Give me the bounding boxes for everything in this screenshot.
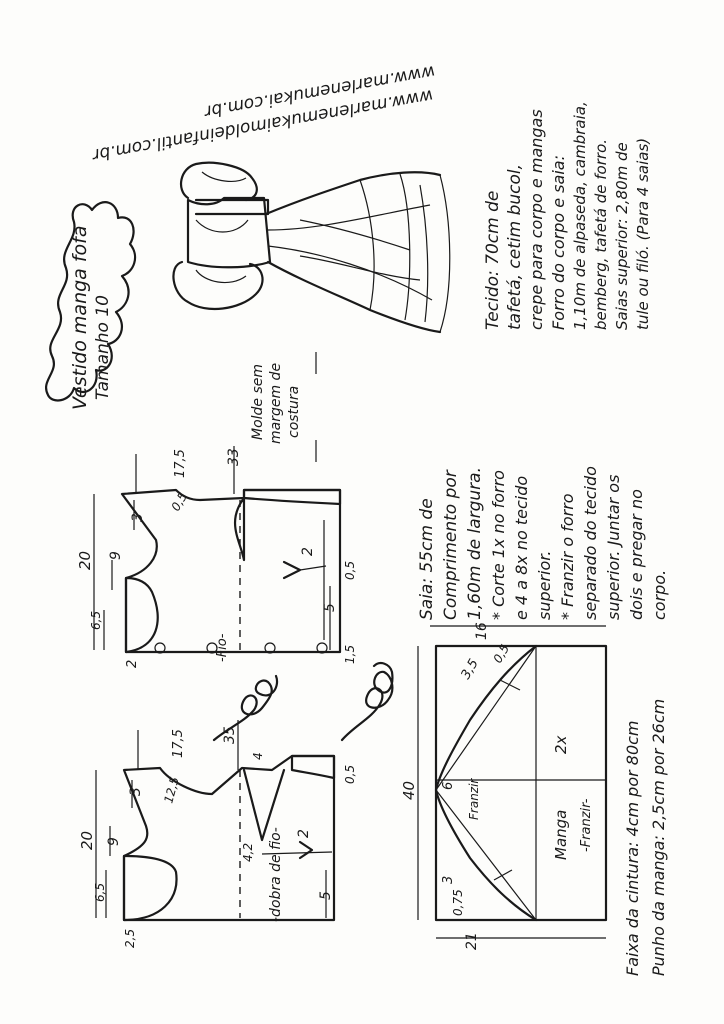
title-line-2: Tamanho 10	[93, 295, 113, 400]
mold-note-2: margem de	[268, 363, 284, 444]
band-note-cuff: Punho da manga: 2,5cm por 26cm	[649, 699, 668, 976]
sleeve-count: 2x	[552, 735, 570, 754]
front-measure-05: 0,5	[343, 765, 357, 784]
front-measure-3: 3	[128, 787, 144, 796]
fabric-note-7: Saias superior: 2,80m de	[613, 142, 631, 330]
signature: Marlene Mukai	[212, 662, 394, 742]
title-line-1: Vestido manga fofa	[69, 225, 91, 410]
back-measure-9: 9	[108, 551, 124, 560]
title-cloud: Vestido manga fofa Tamanho 10	[45, 201, 137, 410]
sleeve-franzir-bottom: -Franzir-	[579, 798, 594, 852]
back-measure-5: 5	[322, 603, 338, 612]
sleeve-measure-075: 0,75	[451, 889, 465, 916]
sleeve-measure-3: 3	[441, 876, 456, 884]
skirt-note-5: e 4 a 8x no tecido	[512, 476, 531, 620]
sleeve-measure-40: 40	[400, 781, 418, 800]
back-measure-33: 33	[226, 448, 242, 466]
skirt-note-11: corpo.	[650, 570, 669, 620]
sleeve-franzir-top: Franzir	[467, 778, 481, 820]
front-measure-125: 12,5	[161, 775, 181, 804]
sleeve-measure-21: 21	[464, 932, 480, 950]
signature-text: Marlene Mukai	[300, 698, 308, 701]
fabric-note-6: bemberg, tafetá de forro.	[592, 139, 610, 330]
front-measure-5: 5	[318, 891, 334, 900]
back-bodice-pattern: 20 6,5 9 3 0,5 17,5 33 2 0,5 5 1,5 2 -Fi…	[76, 446, 357, 668]
back-measure-65: 6,5	[89, 611, 103, 630]
mold-note-1: Molde sem	[250, 364, 266, 440]
front-bodice-pattern: 20 6,5 9 3 12,5 17,5 35 4 0,5 2 4,2 5 2,…	[78, 720, 357, 948]
mold-note-3: costura	[286, 386, 302, 438]
fabric-note-2: tafetá, cetim bucol,	[505, 164, 525, 330]
skirt-note-2: Comprimento por	[441, 469, 461, 620]
sleeve-label: Manga	[552, 810, 570, 860]
website-block: www.marlenemukai.com.br www.marlenemukai…	[90, 61, 437, 165]
front-bodice-outline	[122, 754, 336, 922]
sleeve-measure-35: 3,5	[458, 657, 481, 682]
back-measure-175: 17,5	[173, 449, 188, 478]
sleeve-measure-16: 16	[474, 622, 490, 640]
back-measure-05a: 0,5	[168, 490, 190, 514]
front-measure-65: 6,5	[93, 883, 107, 902]
skirt-note-7: * Franzir o forro	[558, 493, 577, 620]
back-measure-2b: 2	[125, 660, 140, 668]
fabric-note-8: tule ou filó. (Para 4 saias)	[634, 138, 652, 330]
skirt-note-3: 1,60m de largura.	[465, 467, 485, 620]
band-notes: Faixa da cintura: 4cm por 80cm Punho da …	[623, 699, 668, 976]
front-measure-9: 9	[106, 837, 122, 846]
fabric-note-4: Forro do corpo e saia:	[549, 155, 568, 330]
back-measure-2: 2	[300, 547, 316, 556]
skirt-note-8: separado do tecido	[581, 466, 600, 620]
sleeve-outline	[434, 644, 608, 922]
back-grain-label: -Fio-	[215, 633, 230, 662]
fabric-notes: Tecido: 70cm de tafetá, cetim bucol, cre…	[483, 101, 652, 330]
sleeve-pattern: 40 16 3,5 0,5 6 3 0,75 21 Franzir -Franz…	[400, 622, 608, 950]
front-measure-175: 17,5	[171, 729, 186, 758]
sleeve-measure-6: 6	[441, 782, 456, 790]
fabric-note-3: crepe para corpo e mangas	[527, 109, 546, 330]
skirt-note-10: dois e pregar no	[627, 489, 646, 620]
skirt-note-6: superior.	[535, 551, 554, 620]
front-measure-4: 4	[251, 752, 265, 760]
back-measure-15: 1,5	[343, 645, 357, 664]
skirt-note-4: * Corte 1x no forro	[489, 470, 508, 620]
fabric-note-1: Tecido: 70cm de	[483, 191, 503, 330]
front-fold-label: -dobra de fio-	[268, 827, 284, 922]
back-bodice-outline	[120, 488, 342, 654]
skirt-notes: Saia: 55cm de Comprimento por 1,60m de l…	[417, 466, 669, 620]
band-note-waist: Faixa da cintura: 4cm por 80cm	[623, 720, 642, 976]
back-measure-05b: 0,5	[343, 561, 357, 580]
skirt-note-1: Saia: 55cm de	[417, 498, 437, 620]
back-measure-20: 20	[76, 551, 94, 570]
front-measure-42: 4,2	[241, 843, 255, 862]
front-measure-25: 2,5	[123, 929, 137, 948]
front-measure-2: 2	[296, 829, 312, 838]
front-measure-20: 20	[78, 831, 96, 850]
mold-note: Molde sem margem de costura	[250, 352, 317, 462]
dress-illustration	[172, 161, 451, 334]
fabric-note-5: 1,10m de alpaseda, cambraia,	[571, 101, 589, 330]
skirt-note-9: superior. Juntar os	[604, 475, 623, 620]
back-measure-3: 3	[130, 513, 146, 522]
